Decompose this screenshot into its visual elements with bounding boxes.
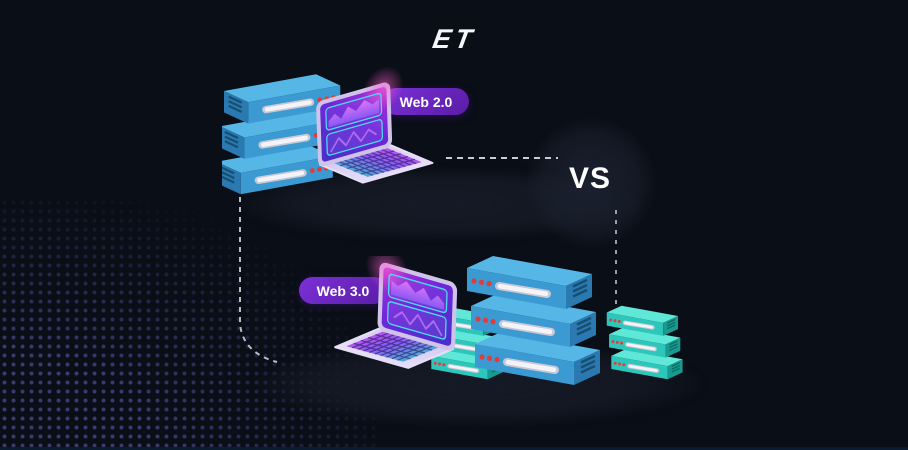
- laptop-web3: [334, 256, 460, 369]
- server-stack-teal-right: [607, 306, 683, 380]
- web3-illustration: [334, 256, 685, 391]
- web2-badge-label: Web 2.0: [399, 93, 453, 110]
- server-stack-blue-center: [467, 256, 600, 385]
- logo-text: ET: [430, 24, 478, 54]
- web3-badge-label: Web 3.0: [316, 282, 370, 299]
- logo: ET: [0, 24, 908, 55]
- bottom-accent-line: [0, 447, 908, 450]
- web2-illustration: [222, 66, 434, 201]
- vs-halo: [526, 118, 656, 248]
- vs-label: VS: [568, 162, 612, 195]
